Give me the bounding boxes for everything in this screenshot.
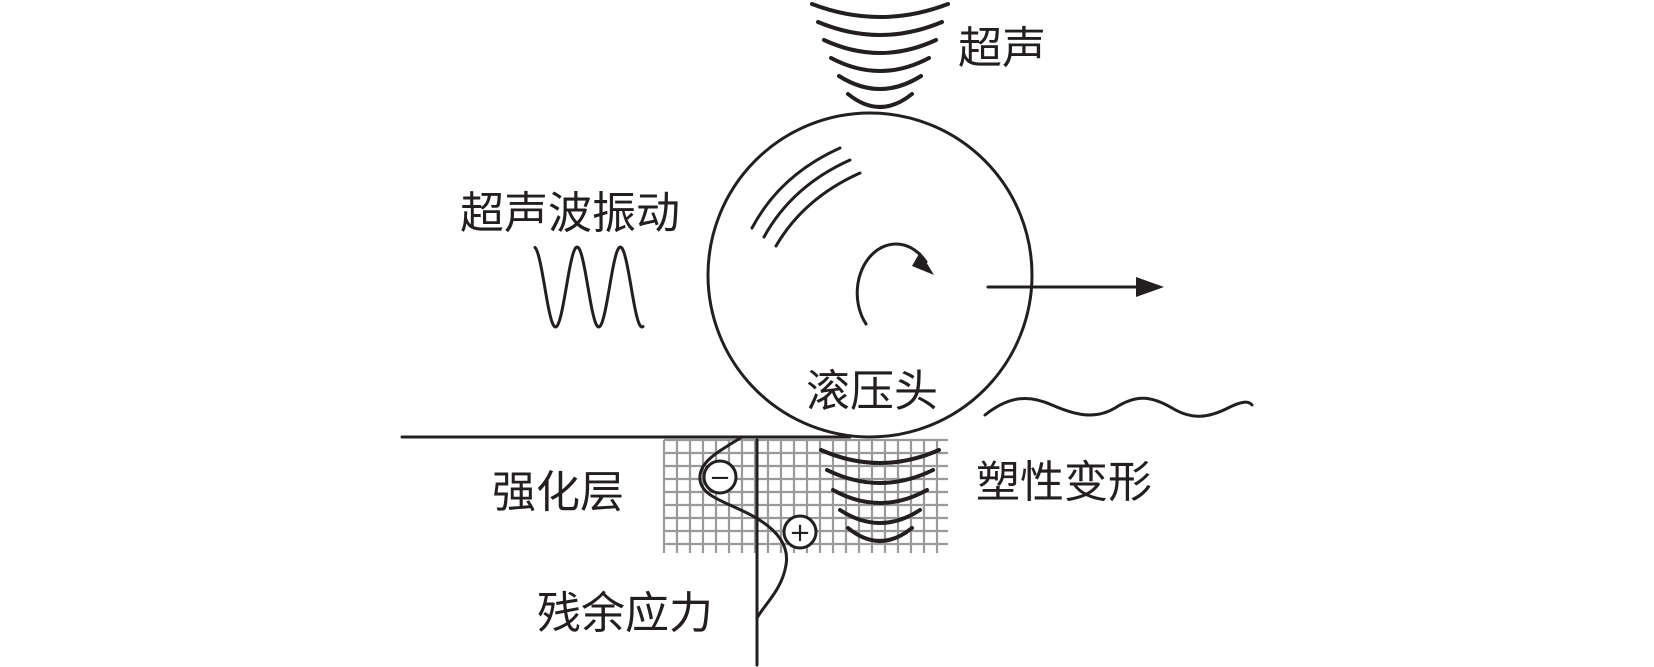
roller-motion-lines [750, 146, 862, 248]
deformation-arc [819, 448, 941, 465]
deformation-arc [831, 488, 929, 505]
ultrasound-arc [822, 38, 938, 55]
deformation-arc [825, 468, 935, 485]
deformation-arc [838, 508, 922, 525]
strengthened-layer-label: 强化层 [492, 467, 624, 518]
ultrasonic-vibration-wave [533, 245, 645, 329]
ultrasound-arc [816, 20, 944, 37]
roller-head-circle [706, 111, 1034, 439]
tensile-stress-sign: + [782, 514, 818, 550]
residual-stress-curve [698, 435, 789, 620]
ultrasound-arc [846, 92, 914, 109]
plastic-deformation-wave [983, 396, 1254, 418]
feed-direction-arrow-icon [986, 277, 1164, 297]
ultrasound-arc [837, 74, 923, 91]
minus-sign-text: − [709, 463, 731, 493]
plus-sign-text: + [789, 518, 811, 548]
ultrasonic-vibration-label: 超声波振动 [460, 188, 680, 239]
ultrasound-arc [829, 56, 931, 73]
compressive-stress-sign: − [702, 459, 738, 495]
deformation-arc [846, 526, 914, 543]
ultrasound-label: 超声 [958, 23, 1046, 74]
roller-head-label: 滚压头 [806, 366, 938, 417]
deformation-arcs [819, 448, 941, 543]
residual-stress-label: 残余应力 [537, 588, 713, 639]
plastic-deformation-label: 塑性变形 [976, 457, 1152, 508]
rotation-arrow-icon [855, 242, 934, 326]
ultrasound-arc [810, 2, 950, 19]
ultrasound-source-arcs [810, 2, 950, 109]
